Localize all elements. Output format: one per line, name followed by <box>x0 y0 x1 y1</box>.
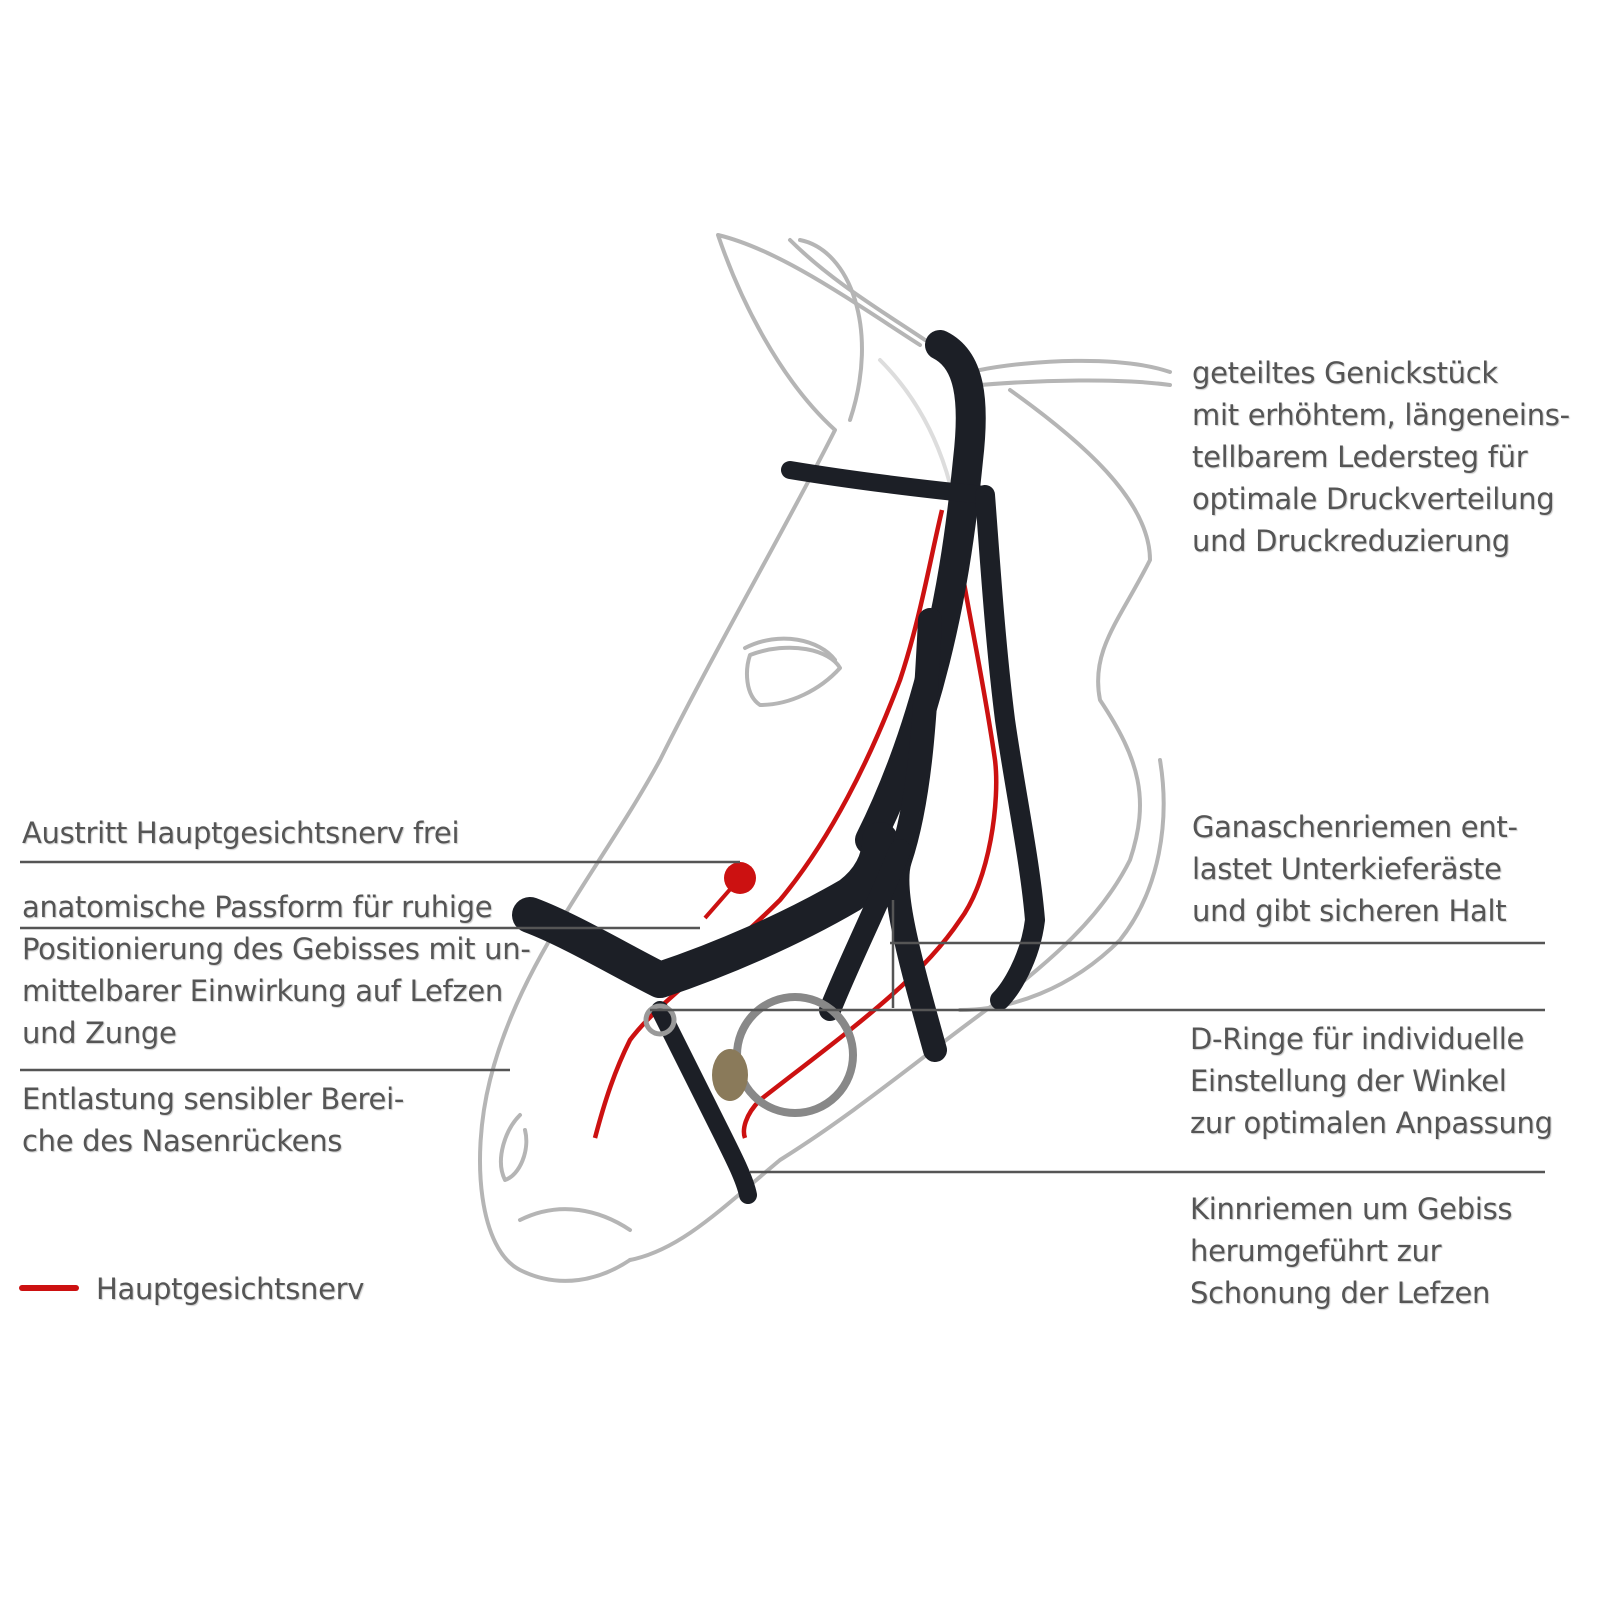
callout-line: Entlastung sensibler Berei- <box>22 1082 404 1116</box>
browband <box>781 461 994 504</box>
callout-line: geteiltes Genickstück <box>1192 356 1498 390</box>
callout-dringe: D-Ringe für individuelle Einstellung der… <box>1190 1018 1553 1144</box>
horse-head-outline <box>478 233 1172 1283</box>
callout-line: Schonung der Lefzen <box>1190 1276 1491 1310</box>
callout-line: Positionierung des Gebisses mit un- <box>22 932 531 966</box>
cheekpiece <box>855 330 986 855</box>
callout-line: che des Nasenrückens <box>22 1124 343 1158</box>
bridle <box>512 330 1045 1204</box>
callout-line: mittelbarer Einwirkung auf Lefzen <box>22 974 503 1008</box>
chin-strap <box>651 1001 757 1204</box>
callout-line: und gibt sicheren Halt <box>1192 894 1507 928</box>
callout-passform: anatomische Passform für ruhige Position… <box>22 886 531 1054</box>
callout-line: zur optimalen Anpassung <box>1190 1106 1553 1140</box>
callout-kinnriemen: Kinnriemen um Gebiss herumgeführt zur Sc… <box>1190 1188 1513 1314</box>
bit-mouthpiece <box>712 1049 748 1101</box>
callout-line: Kinnriemen um Gebiss <box>1190 1192 1513 1226</box>
callout-ganaschen: Ganaschenriemen ent- lastet Unterkieferä… <box>1192 806 1518 932</box>
noseband <box>512 822 898 998</box>
callout-line: Ganaschenriemen ent- <box>1192 810 1518 844</box>
callout-line: Austritt Hauptgesichtsnerv frei <box>22 816 460 850</box>
callout-lines <box>20 860 1545 1174</box>
callout-genickstueck: geteiltes Genickstück mit erhöhtem, läng… <box>1192 352 1570 562</box>
callout-line: und Zunge <box>22 1016 177 1050</box>
legend-label: Hauptgesichtsnerv <box>96 1272 365 1306</box>
callout-entlastung: Entlastung sensibler Berei- che des Nase… <box>22 1078 404 1162</box>
callout-line: mit erhöhtem, längeneins- <box>1192 398 1570 432</box>
callout-line: tellbarem Ledersteg für <box>1192 440 1528 474</box>
callout-line: herumgeführt zur <box>1190 1234 1442 1268</box>
callout-line: D-Ringe für individuelle <box>1190 1022 1525 1056</box>
callout-line: lastet Unterkieferäste <box>1192 852 1502 886</box>
d-ring <box>643 1003 677 1037</box>
callout-austritt: Austritt Hauptgesichtsnerv frei <box>22 812 460 854</box>
callout-line: anatomische Passform für ruhige <box>22 890 493 924</box>
throatlatch <box>975 485 1045 1010</box>
bit-ring <box>733 993 857 1117</box>
nerve-exit-line <box>703 876 742 920</box>
callout-line: und Druckreduzierung <box>1192 524 1510 558</box>
callout-line: Einstellung der Winkel <box>1190 1064 1507 1098</box>
callout-line: optimale Druckverteilung <box>1192 482 1555 516</box>
